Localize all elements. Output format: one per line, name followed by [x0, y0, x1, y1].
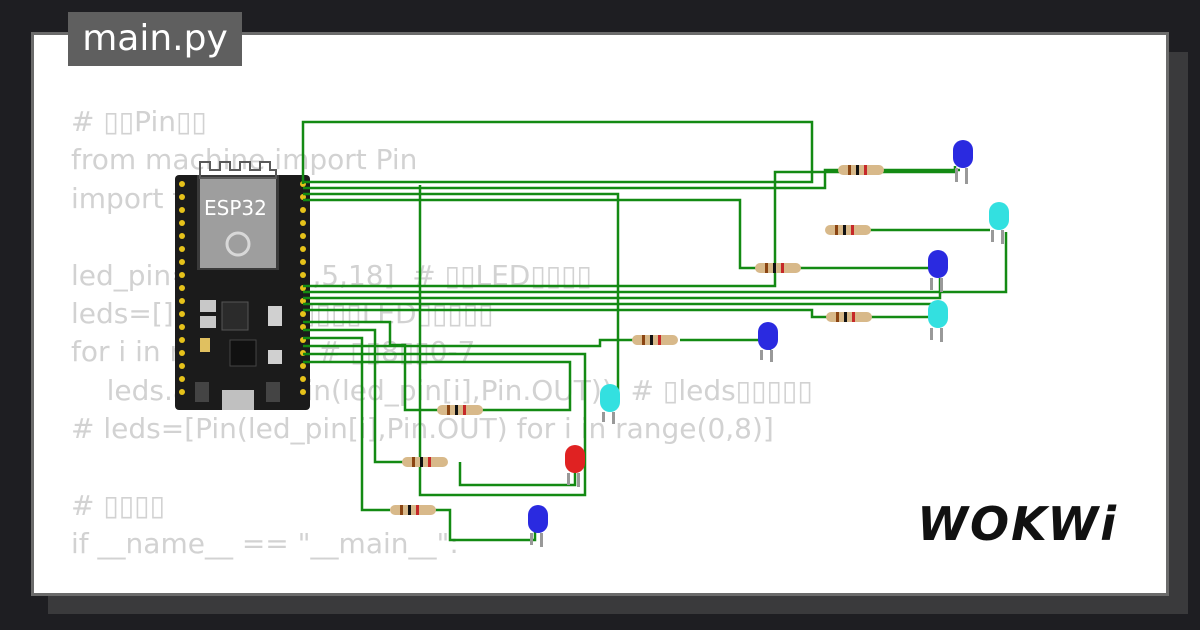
code-line-1: # ▯▯Pin▯▯: [71, 105, 207, 138]
leds: [528, 140, 1009, 547]
resistor[interactable]: [390, 505, 436, 515]
led-blue[interactable]: [528, 505, 548, 547]
led-blue[interactable]: [953, 140, 973, 184]
resistor[interactable]: [838, 165, 884, 175]
resistor[interactable]: [825, 225, 871, 235]
esp32-label: ESP32: [204, 196, 267, 220]
esp32-board[interactable]: ESP32: [175, 161, 310, 410]
resistor[interactable]: [402, 457, 448, 467]
led-cyan[interactable]: [928, 300, 948, 342]
led-blue[interactable]: [928, 250, 948, 292]
resistor[interactable]: [632, 335, 678, 345]
code-line-9: # leds=[Pin(led_pin[i],Pin.OUT) for i in…: [71, 412, 774, 446]
led-red[interactable]: [565, 445, 585, 487]
code-line-11: # ▯▯▯▯: [71, 488, 165, 522]
resistor[interactable]: [437, 405, 483, 415]
code-line-2: from machine import Pin: [71, 143, 418, 177]
led-blue[interactable]: [758, 322, 778, 362]
led-cyan[interactable]: [989, 202, 1009, 244]
file-tab-main-py[interactable]: main.py: [68, 12, 242, 66]
resistors: [390, 165, 884, 515]
wires: [301, 120, 1008, 542]
led-cyan[interactable]: [600, 384, 620, 424]
resistor[interactable]: [755, 263, 801, 273]
wokwi-logo: WOKWi: [917, 497, 1118, 551]
code-line-12: if __name__ == "__main__":: [71, 527, 459, 561]
resistor[interactable]: [826, 312, 872, 322]
